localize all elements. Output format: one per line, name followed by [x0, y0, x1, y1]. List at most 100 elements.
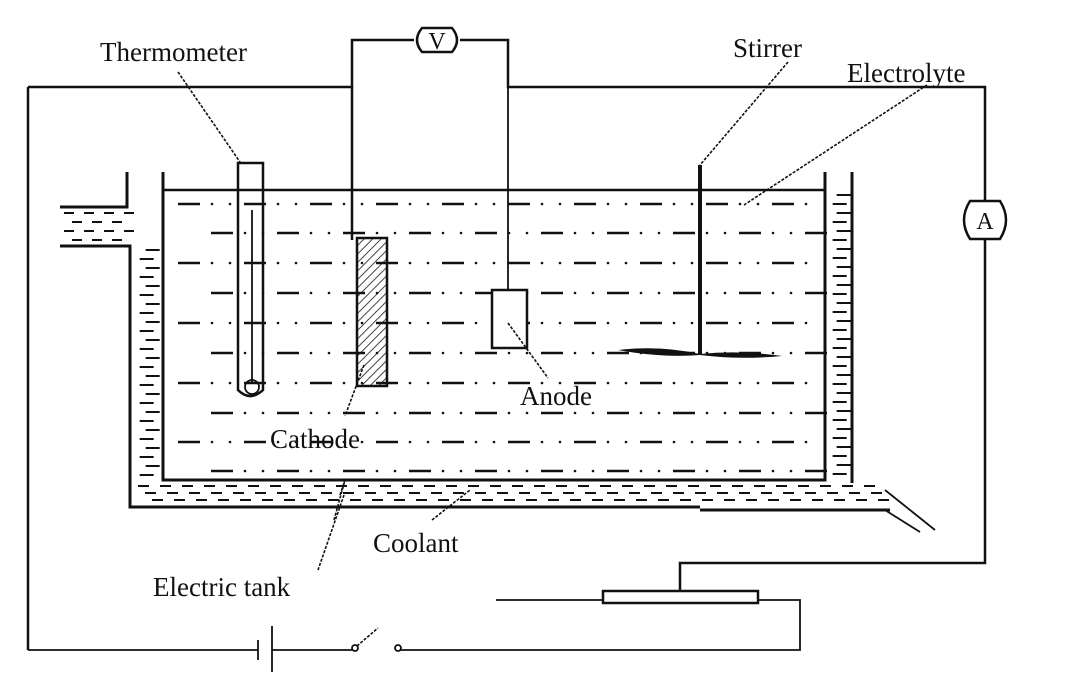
electrolyte-dot: [738, 261, 742, 265]
electrolyte-dot: [690, 202, 694, 206]
electrolyte-dot: [705, 469, 709, 473]
electrolyte-dot: [261, 411, 265, 415]
electrolyte-dot: [342, 321, 346, 325]
electrolyte-dot: [360, 440, 364, 444]
thermometer: [236, 161, 265, 398]
electrolyte-dot: [276, 261, 280, 265]
electrolyte-dot: [393, 469, 397, 473]
electrolyte-dot: [639, 469, 643, 473]
electrolyte-dot: [210, 381, 214, 385]
electrolyte-dot: [756, 202, 760, 206]
electrolyte-dot: [309, 291, 313, 295]
label-cathode: Cathode: [270, 424, 360, 454]
electrolyte-dot: [375, 469, 379, 473]
electrolyte-dot: [408, 202, 412, 206]
electrolyte-dot: [624, 261, 628, 265]
electrolyte-dot: [624, 440, 628, 444]
electrolyte-dot: [540, 261, 544, 265]
electrolyte-dot: [804, 381, 808, 385]
electrolyte-dot: [558, 202, 562, 206]
electrolyte-leader: [743, 84, 928, 206]
electrolyte-dot: [474, 381, 478, 385]
electrolyte-dot: [606, 261, 610, 265]
electrolyte-dot: [276, 321, 280, 325]
inlet-top-wall: [60, 172, 129, 209]
electrolyte-dot: [705, 411, 709, 415]
electrolyte-dot: [327, 291, 331, 295]
electrolyte-dot: [492, 202, 496, 206]
electrolyte-dot: [327, 351, 331, 355]
electrolyte-dot: [408, 381, 412, 385]
outlet-wall-lower: [884, 509, 921, 533]
electrolyte-dot: [771, 351, 775, 355]
electrolyte-dot: [672, 261, 676, 265]
electrolyte-dot: [342, 381, 346, 385]
electrolyte-dot: [474, 440, 478, 444]
electrolyte-dot: [738, 202, 742, 206]
electrolyte-dot: [573, 469, 577, 473]
wire-top-left: [28, 38, 414, 89]
electrolyte-dot: [210, 202, 214, 206]
electrolyte-dot: [591, 411, 595, 415]
electrolyte-dot: [210, 261, 214, 265]
electrolyte-dot: [507, 469, 511, 473]
electrolyte-dot: [756, 321, 760, 325]
electrolyte-dot: [789, 231, 793, 235]
electrolyte-dot: [573, 411, 577, 415]
thermometer-bulb: [244, 379, 260, 395]
switch-blade: [356, 627, 379, 647]
electrolyte-dot: [624, 321, 628, 325]
coolant-hatching: [64, 194, 889, 501]
coolant-outer-wall: [60, 244, 700, 509]
electrolyte-dot: [294, 440, 298, 444]
electrolyte-dot: [459, 411, 463, 415]
electrolyte-dot: [228, 321, 232, 325]
electrolyte-dot: [228, 261, 232, 265]
electrolyte-dot: [771, 469, 775, 473]
ammeter-body: [962, 199, 1008, 241]
electrolyte-dot: [558, 440, 562, 444]
electrolyte-dot: [723, 411, 727, 415]
coolant-bath: [60, 172, 936, 533]
leader-lines: [177, 61, 928, 571]
electrolyte-dot: [492, 381, 496, 385]
electrolyte-dot: [789, 469, 793, 473]
electrolyte-dot: [804, 202, 808, 206]
electrolyte-dot: [723, 291, 727, 295]
electrolyte-dot: [738, 440, 742, 444]
stirrer-blade: [618, 348, 782, 358]
electrolyte-dot: [540, 321, 544, 325]
electrolyte-dot: [606, 202, 610, 206]
electrolyte-dot: [426, 321, 430, 325]
wire-ammeter-to-rheostat: [678, 240, 987, 591]
electrolyte-dot: [804, 321, 808, 325]
electrolyte-dot: [804, 440, 808, 444]
electrolyte-dot: [540, 381, 544, 385]
electrolyte-dot: [789, 351, 793, 355]
electrolyte-dot: [393, 411, 397, 415]
electrolyte-dot: [342, 202, 346, 206]
label-electric-tank: Electric tank: [153, 572, 291, 602]
electrolyte-dot: [525, 469, 529, 473]
electrolyte-dot: [243, 469, 247, 473]
electrolyte-dot: [591, 231, 595, 235]
electric-tank-wall: [161, 172, 827, 482]
electrolyte-dot: [441, 231, 445, 235]
battery: [257, 626, 273, 672]
electrolyte-dot: [573, 351, 577, 355]
rheostat: [601, 589, 760, 605]
voltmeter-body: [415, 26, 459, 54]
electrolyte-dot: [408, 261, 412, 265]
electrolyte-dot: [441, 291, 445, 295]
electrolyte-dot: [309, 231, 313, 235]
electrolyte-dot: [408, 321, 412, 325]
electrolyte-dot: [624, 202, 628, 206]
electrolyte-dot: [723, 469, 727, 473]
stirrer: [618, 165, 782, 358]
electrolyte-dot: [672, 202, 676, 206]
electrolyte-dot: [393, 231, 397, 235]
electrolyte-dot: [210, 440, 214, 444]
electrolyte-dot: [294, 381, 298, 385]
electrolyte-dot: [771, 291, 775, 295]
electrolyte-dot: [294, 321, 298, 325]
